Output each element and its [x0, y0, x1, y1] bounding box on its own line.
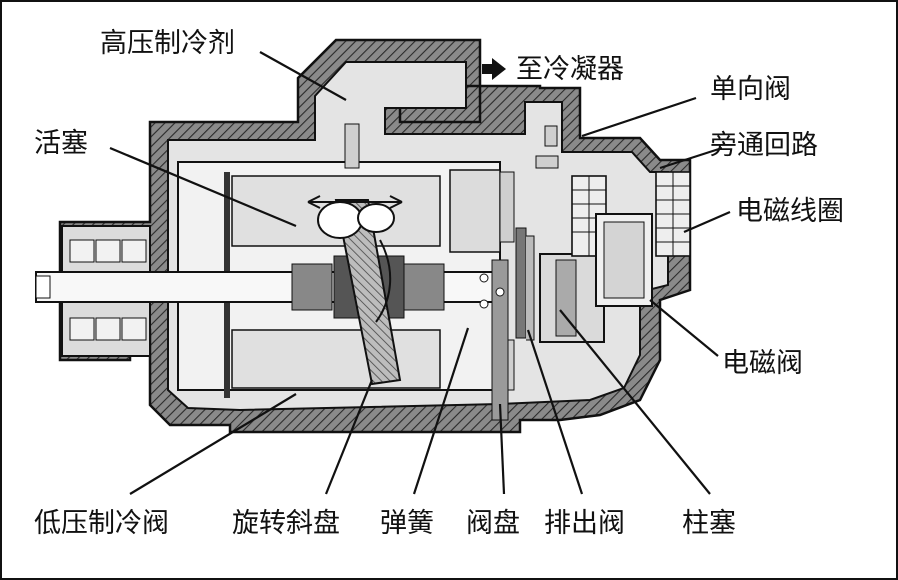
solenoid-valve-body — [595, 213, 653, 307]
label-solenoid-coil: 电磁线圈 — [736, 196, 844, 227]
label-high-pressure-refrigerant: 高压制冷剂 — [100, 28, 235, 59]
label-low-pressure-refrigerant-valve: 低压制冷阀 — [34, 508, 169, 539]
rotating-swashplate — [307, 195, 403, 386]
label-spring: 弹簧 — [380, 508, 434, 539]
labels: 高压制冷剂 至冷凝器 单向阀 旁通回路 电磁线圈 活塞 电磁阀 低压制冷阀 旋转… — [34, 28, 844, 539]
label-piston: 活塞 — [34, 128, 88, 159]
label-rotating-swashplate: 旋转斜盘 — [232, 508, 340, 539]
label-solenoid-valve: 电磁阀 — [722, 348, 803, 379]
label-bypass-circuit: 旁通回路 — [710, 130, 818, 161]
discharge-tube — [344, 123, 559, 169]
to-condenser-arrow — [482, 58, 506, 80]
label-check-valve: 单向阀 — [710, 74, 791, 105]
label-plunger: 柱塞 — [682, 508, 736, 539]
label-valve-plate: 阀盘 — [466, 508, 520, 539]
valve-plate-assembly — [479, 227, 605, 421]
leader-lines — [109, 51, 731, 495]
label-to-condenser: 至冷凝器 — [516, 54, 624, 85]
label-discharge-valve: 排出阀 — [544, 508, 625, 539]
